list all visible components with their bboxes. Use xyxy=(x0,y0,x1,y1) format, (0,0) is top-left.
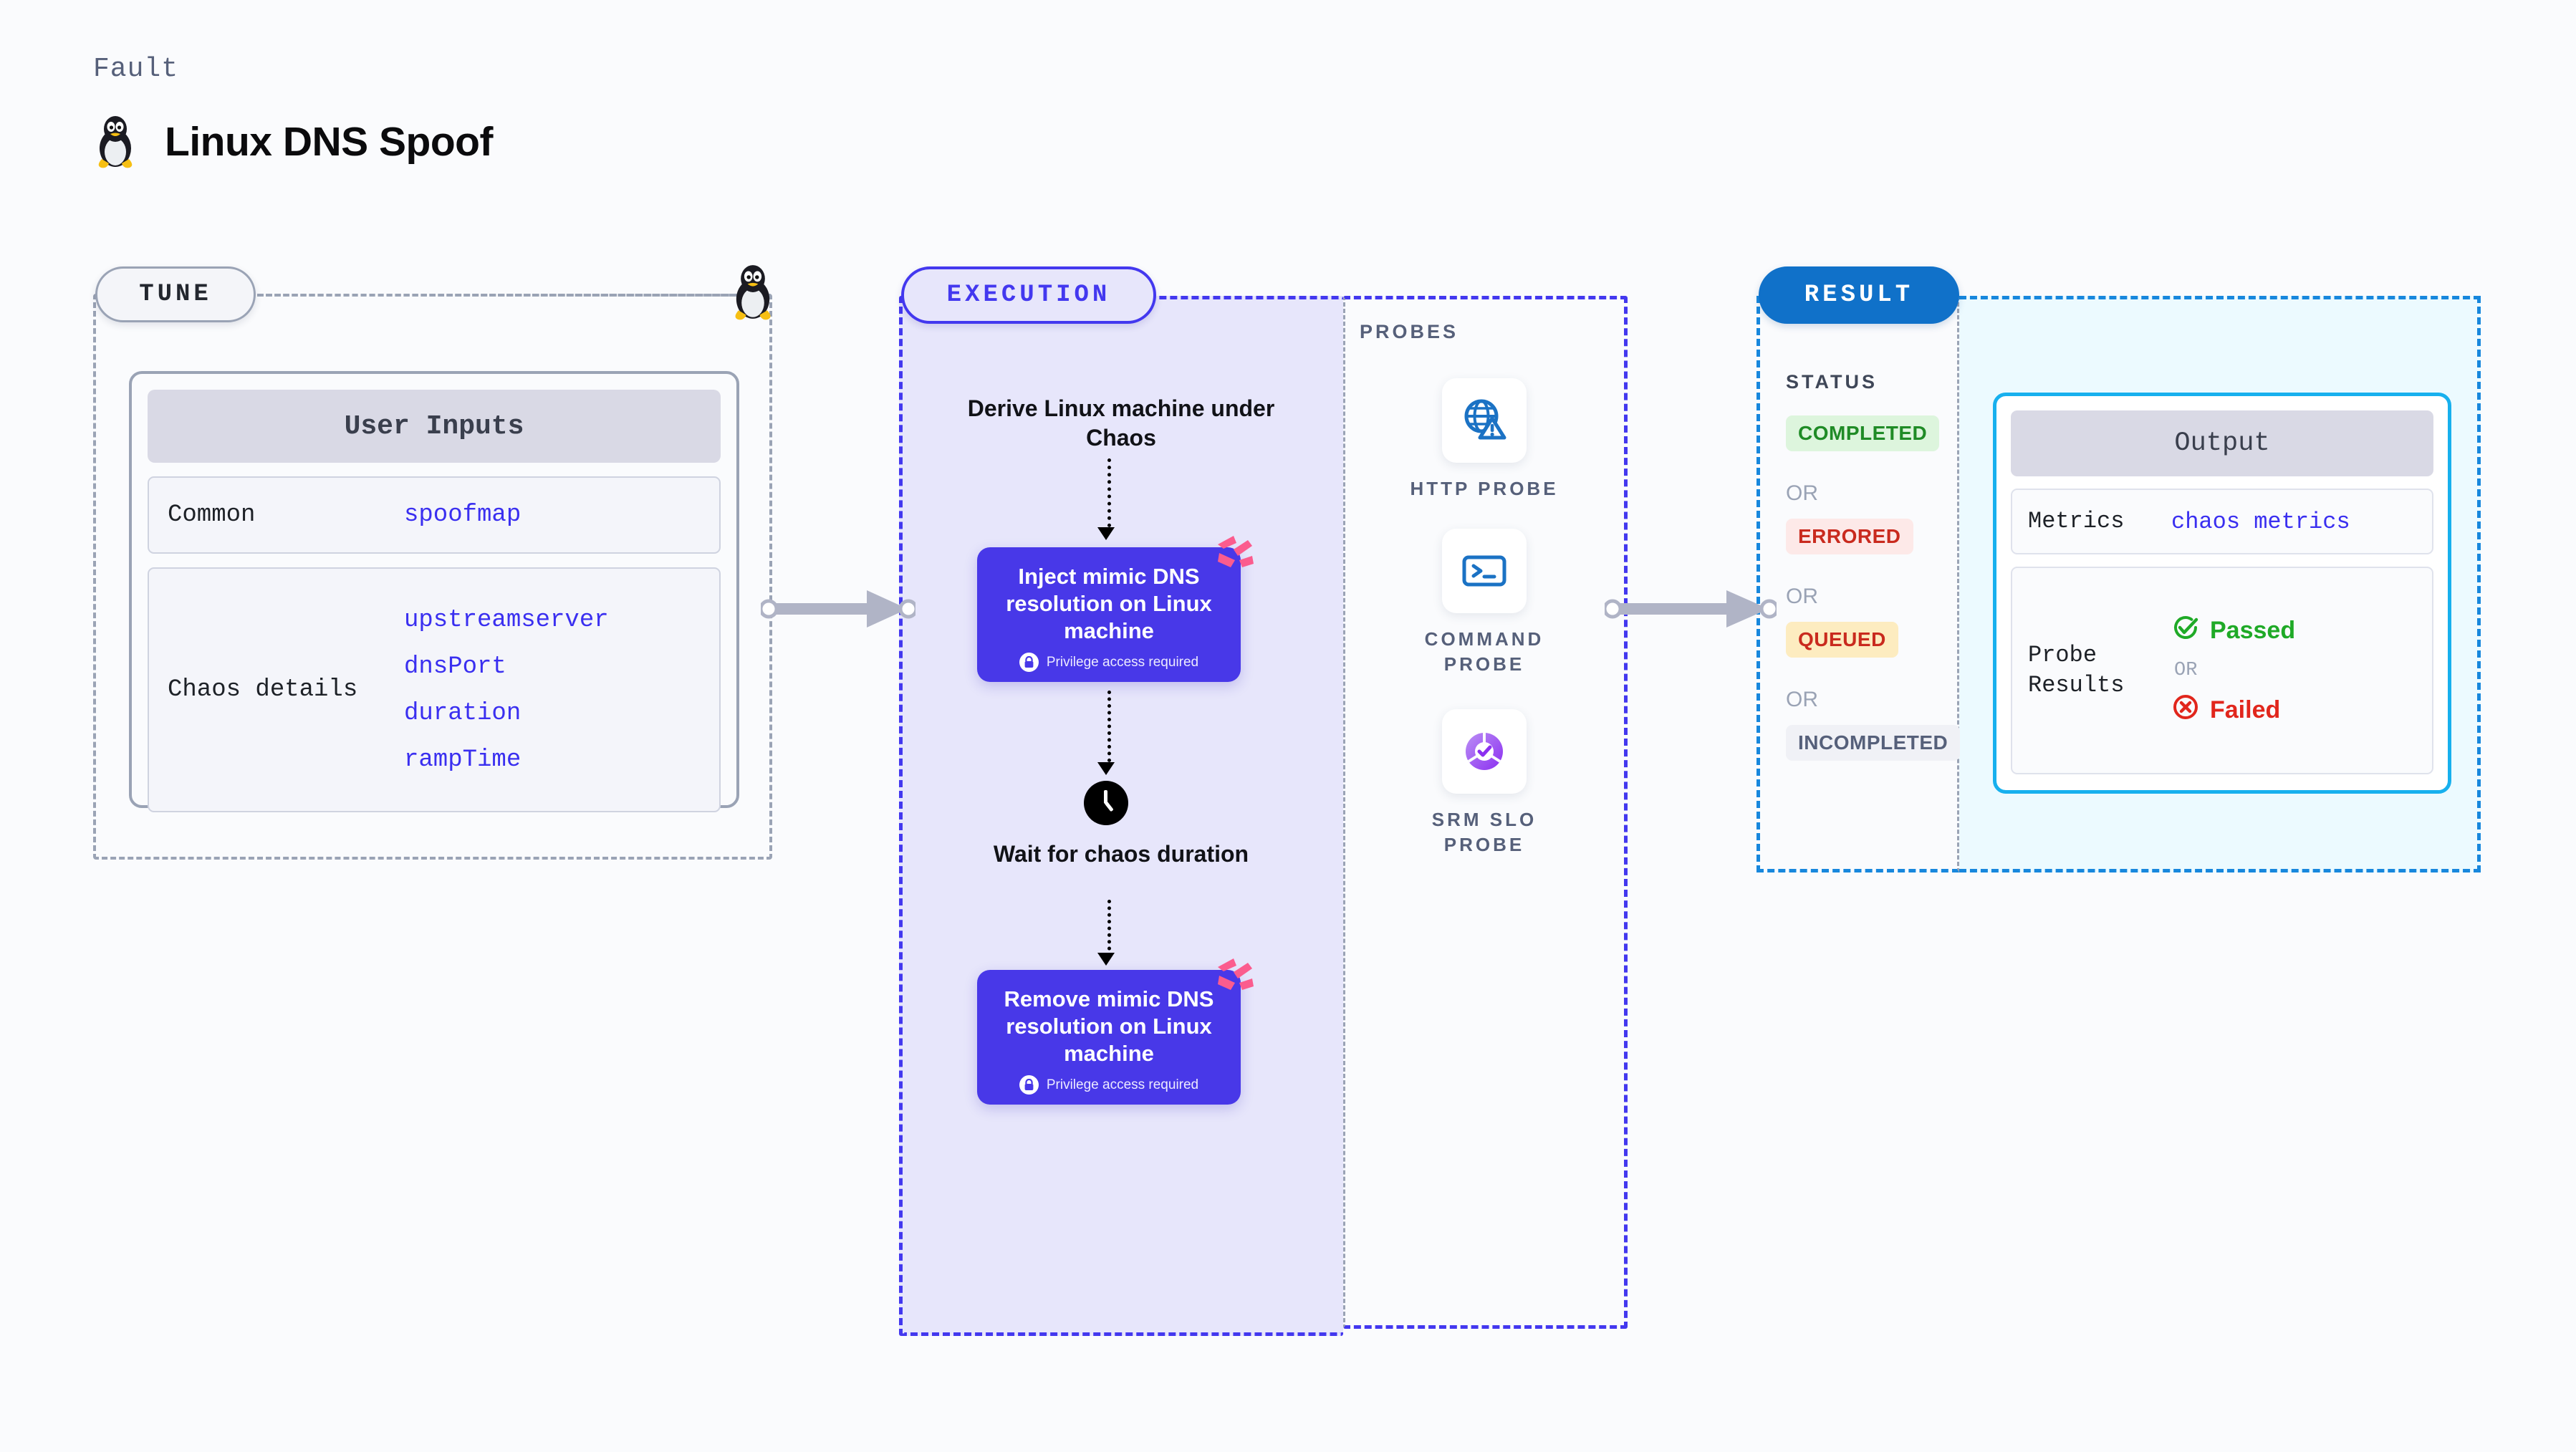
linux-tux-icon xyxy=(93,115,138,169)
execution-card-note: Privilege access required xyxy=(1019,653,1199,673)
result-column xyxy=(1756,296,1959,872)
execution-card-inject[interactable]: Inject mimic DNS resolution on Linux mac… xyxy=(977,536,1254,682)
slo-donut-check-icon xyxy=(1442,709,1527,794)
lock-icon xyxy=(1019,1075,1039,1095)
page-title-row: Linux DNS Spoof xyxy=(93,115,493,169)
user-inputs-title: User Inputs xyxy=(148,390,721,463)
clock-icon xyxy=(1084,781,1128,825)
arrow-head-3 xyxy=(1097,953,1115,966)
lock-icon xyxy=(1019,653,1039,673)
probe-label: HTTP PROBE xyxy=(1410,478,1559,499)
check-circle-icon xyxy=(2171,613,2200,648)
output-card: Output Metrics chaos metrics Probe Resul… xyxy=(1993,393,2451,794)
tune-row-values: spoofmap xyxy=(404,501,521,529)
probe-result-failed-label: Failed xyxy=(2210,696,2281,723)
tune-row-chaos-details: Chaos details upstreamserver dnsPort dur… xyxy=(148,567,721,812)
probe-label: COMMAND PROBE xyxy=(1424,628,1544,675)
tune-value[interactable]: dnsPort xyxy=(404,653,506,681)
output-metrics-key: Metrics xyxy=(2028,508,2125,535)
execution-card-note-text: Privilege access required xyxy=(1046,654,1199,670)
output-metrics-value[interactable]: chaos metrics xyxy=(2171,508,2350,535)
tune-top-dashed-line xyxy=(258,294,752,297)
status-badge-completed: COMPLETED xyxy=(1786,415,1940,451)
execution-step-wait: Wait for chaos duration xyxy=(993,841,1249,867)
probe-result-passed-label: Passed xyxy=(2210,617,2296,644)
arrow-head-1 xyxy=(1097,527,1115,540)
x-circle-icon xyxy=(2171,693,2200,728)
user-inputs-card: User Inputs Common spoofmap Chaos detail… xyxy=(129,371,739,812)
connector-tune-to-execution xyxy=(759,580,918,638)
status-badge-incompleted: INCOMPLETED xyxy=(1786,725,1961,761)
probe-http[interactable]: HTTP PROBE xyxy=(1398,378,1570,501)
output-probe-results-values: Passed OR Failed xyxy=(2171,613,2295,728)
execution-card-note-text: Privilege access required xyxy=(1046,1077,1199,1092)
output-row-metrics: Metrics chaos metrics xyxy=(2011,489,2433,554)
output-title: Output xyxy=(2011,410,2433,476)
probe-command[interactable]: COMMAND PROBE xyxy=(1398,529,1570,677)
probe-result-failed: Failed xyxy=(2171,693,2295,728)
connector-dotted-3 xyxy=(1107,900,1111,957)
output-probe-results-key: Probe Results xyxy=(2028,642,2125,698)
execution-card-title: Inject mimic DNS resolution on Linux mac… xyxy=(1006,564,1212,643)
tune-value[interactable]: duration xyxy=(404,699,522,727)
page-kicker: Fault xyxy=(93,54,179,85)
probe-label: SRM SLO PROBE xyxy=(1431,809,1537,856)
connector-dotted-1 xyxy=(1107,458,1111,527)
tune-row-key: Common xyxy=(168,501,256,529)
tune-row-values: upstreamserver dnsPort duration rampTime xyxy=(404,607,609,774)
probe-result-or-label: OR xyxy=(2174,660,2198,681)
execution-step-derive: Derive Linux machine under Chaos xyxy=(967,395,1275,451)
status-or-label: OR xyxy=(1786,585,1818,608)
stage-pill-execution[interactable]: EXECUTION xyxy=(901,266,1156,324)
execution-card-title: Remove mimic DNS resolution on Linux mac… xyxy=(1004,986,1214,1066)
arrow-head-2 xyxy=(1097,762,1115,775)
page-title: Linux DNS Spoof xyxy=(165,119,493,165)
tune-value[interactable]: spoofmap xyxy=(404,501,522,529)
probes-title: PROBES xyxy=(1360,321,1459,342)
globe-warning-icon xyxy=(1442,378,1527,463)
stage-pill-result[interactable]: RESULT xyxy=(1759,266,1959,324)
output-row-probe-results: Probe Results Passed OR xyxy=(2011,567,2433,774)
status-badge-queued: QUEUED xyxy=(1786,622,1898,658)
stage-pill-tune[interactable]: TUNE xyxy=(95,266,256,322)
tune-value[interactable]: upstreamserver xyxy=(404,606,609,634)
tune-value[interactable]: rampTime xyxy=(404,746,522,774)
probes-column xyxy=(1343,296,1628,1329)
harness-logo-icon xyxy=(1213,954,1256,1001)
tune-row-common: Common spoofmap xyxy=(148,476,721,554)
status-badge-errored: ERRORED xyxy=(1786,519,1913,554)
connector-dotted-2 xyxy=(1107,691,1111,762)
harness-logo-icon xyxy=(1213,532,1256,578)
linux-tux-icon-marker xyxy=(729,264,777,324)
connector-execution-to-result xyxy=(1602,580,1779,638)
terminal-icon xyxy=(1442,529,1527,613)
execution-card-note: Privilege access required xyxy=(1019,1075,1198,1095)
status-or-label: OR xyxy=(1786,688,1818,711)
status-or-label: OR xyxy=(1786,481,1818,505)
status-title: STATUS xyxy=(1786,371,1878,393)
probe-result-passed: Passed xyxy=(2171,613,2295,648)
execution-card-remove[interactable]: Remove mimic DNS resolution on Linux mac… xyxy=(977,958,1254,1105)
tune-row-key: Chaos details xyxy=(168,675,358,703)
probe-srm-slo[interactable]: SRM SLO PROBE xyxy=(1398,709,1570,857)
